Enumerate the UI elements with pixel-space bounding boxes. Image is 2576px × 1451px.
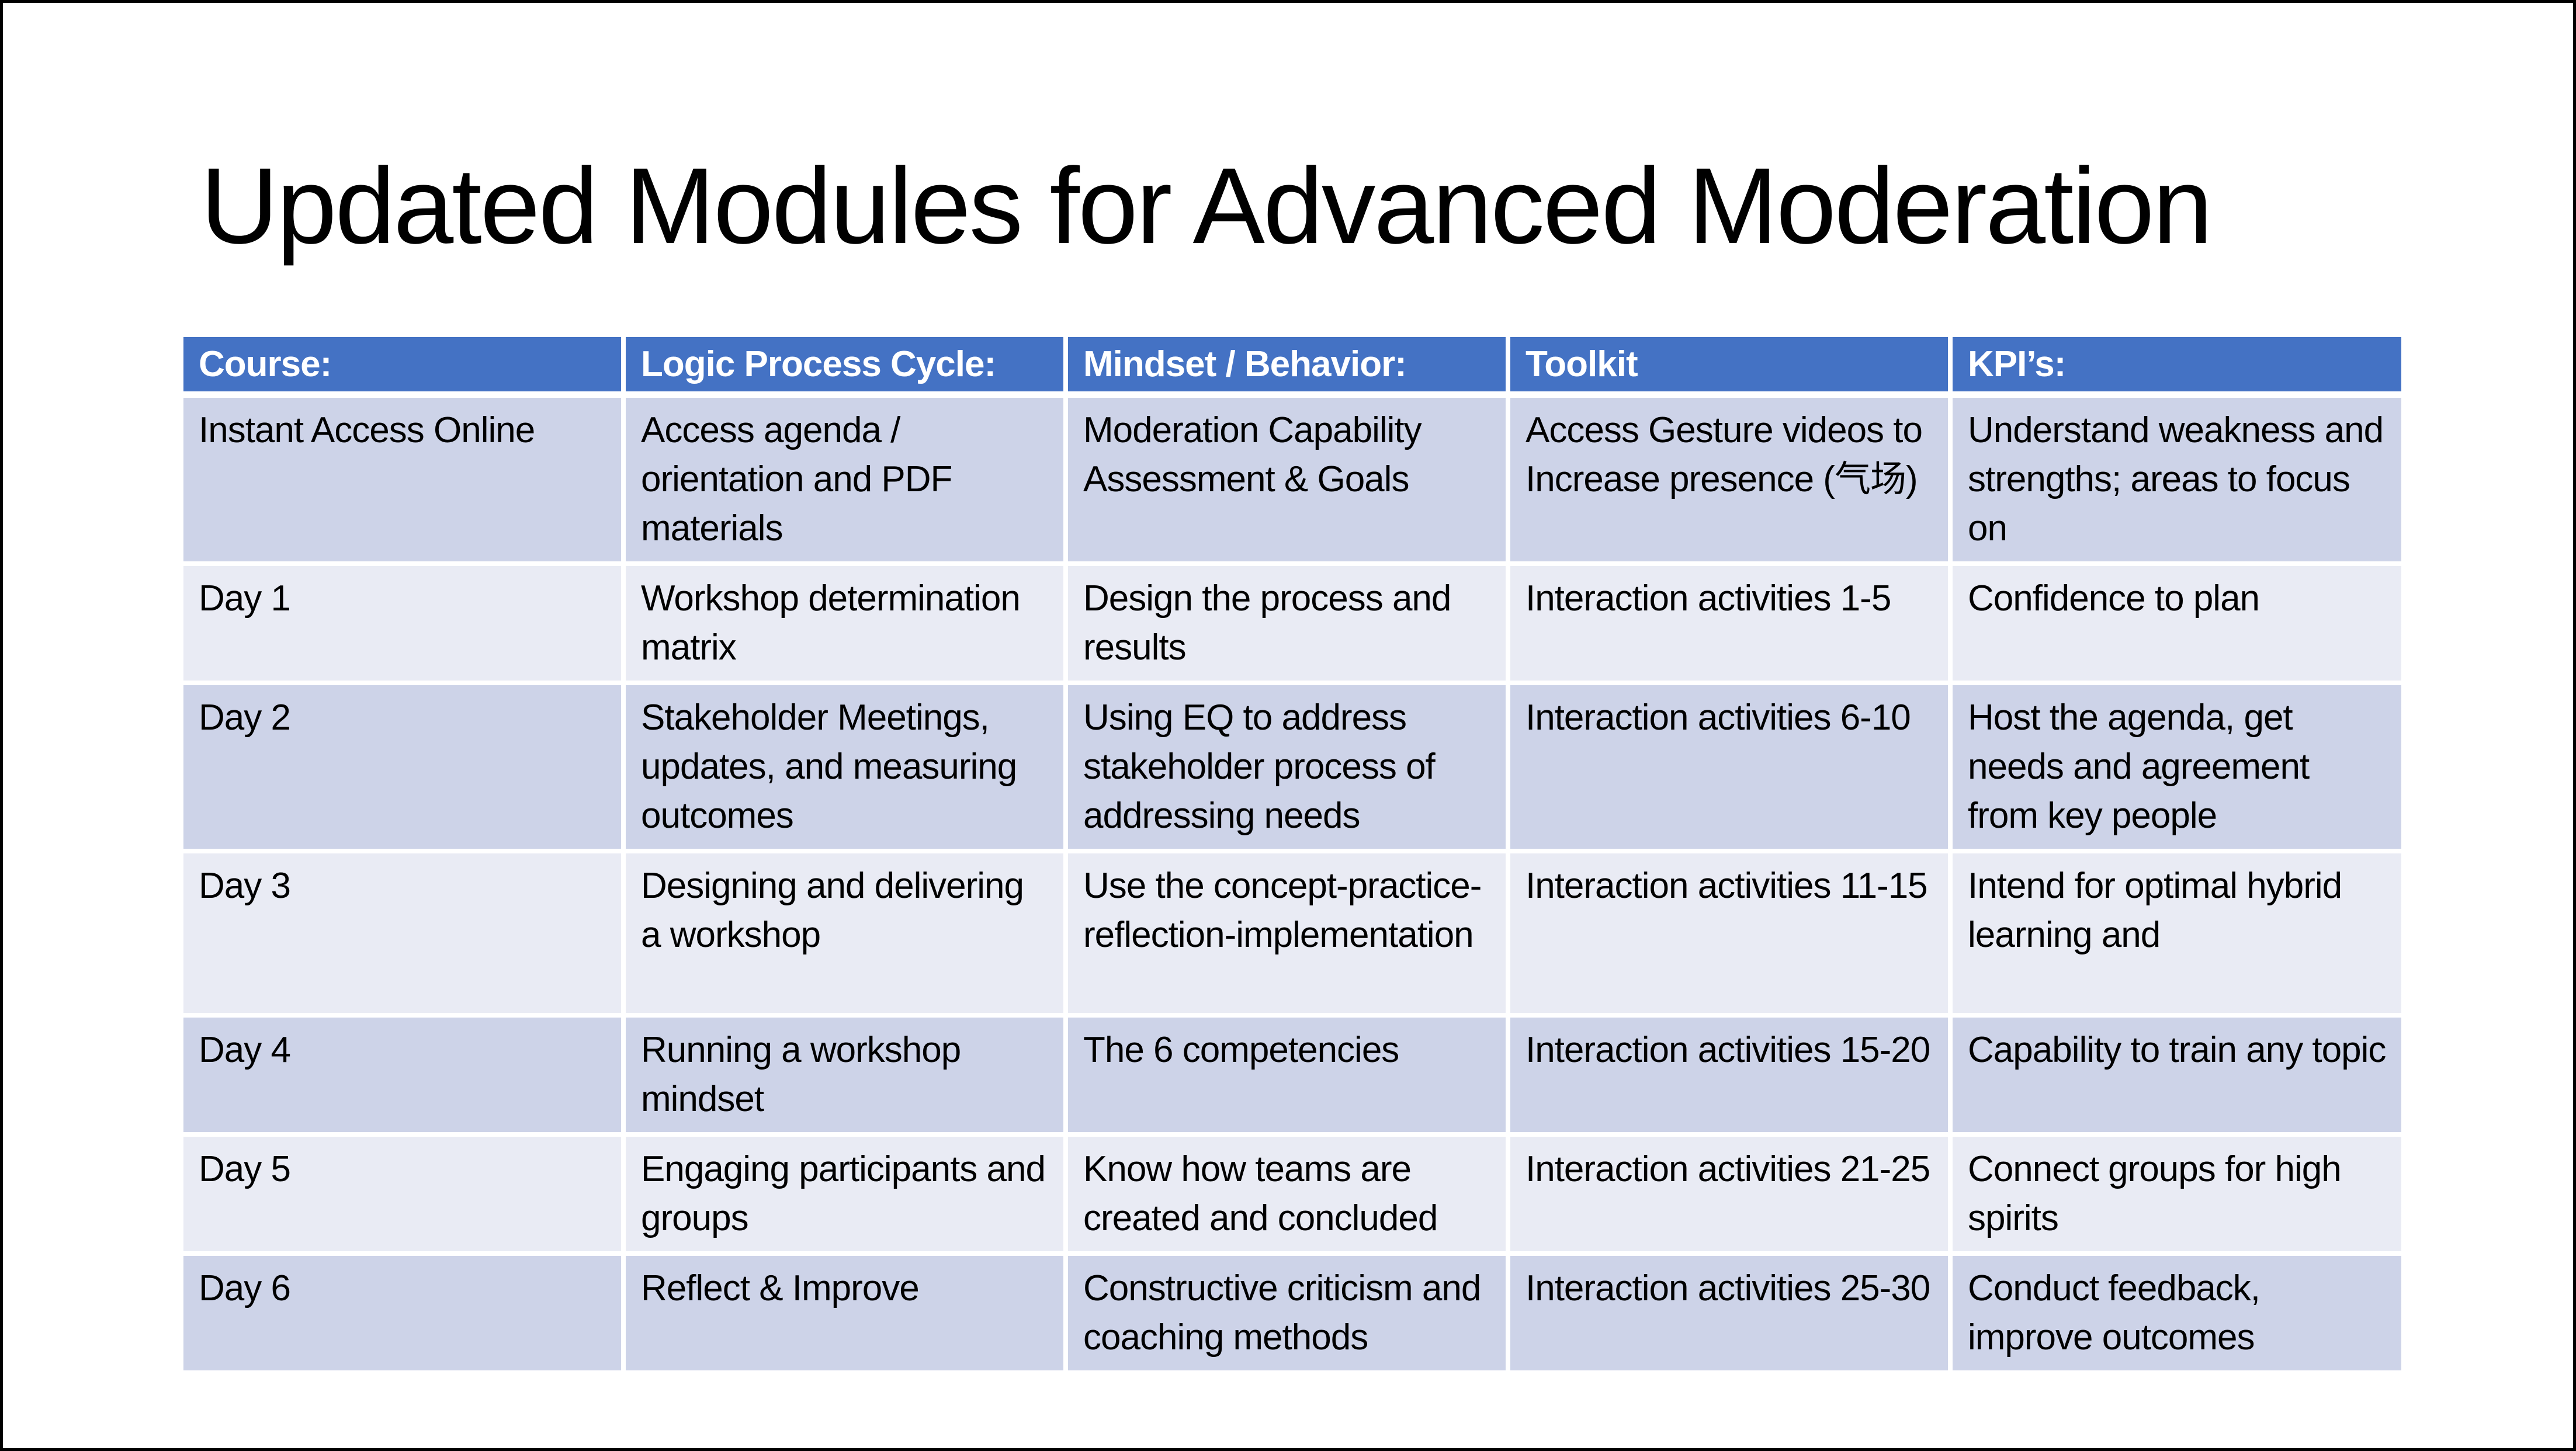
table-cell: Day 1 [181,564,623,683]
table-row-day-3: Day 3 Designing and delivering a worksho… [181,851,2404,1015]
table-cell: Engaging participants and groups [623,1134,1066,1254]
modules-table: Course: Logic Process Cycle: Mindset / B… [181,335,2404,1373]
table-header-row: Course: Logic Process Cycle: Mindset / B… [181,335,2404,395]
table-cell: Workshop determination matrix [623,564,1066,683]
table-cell: Know how teams are created and concluded [1066,1134,1508,1254]
table-cell: Interaction activities 25-30 [1508,1254,1950,1373]
table-cell: Instant Access Online [181,395,623,564]
column-header-toolkit: Toolkit [1508,335,1950,395]
table-cell: Interaction activities 11-15 [1508,851,1950,1015]
table-cell: Interaction activities 15-20 [1508,1015,1950,1134]
table-cell: Day 3 [181,851,623,1015]
table-row-day-5: Day 5 Engaging participants and groups K… [181,1134,2404,1254]
table-cell: Using EQ to address stakeholder process … [1066,683,1508,851]
column-header-kpis: KPI’s: [1950,335,2404,395]
table-row-day-6: Day 6 Reflect & Improve Constructive cri… [181,1254,2404,1373]
table-cell: Interaction activities 6-10 [1508,683,1950,851]
table-cell: Access Gesture videos to Increase presen… [1508,395,1950,564]
table-cell: Day 2 [181,683,623,851]
table-cell: Capability to train any topic [1950,1015,2404,1134]
table-cell: Understand weakness and strengths; areas… [1950,395,2404,564]
table-cell: Running a workshop mindset [623,1015,1066,1134]
table-cell: Intend for optimal hybrid learning and [1950,851,2404,1015]
table-cell: Conduct feedback, improve outcomes [1950,1254,2404,1373]
table-cell: Interaction activities 21-25 [1508,1134,1950,1254]
column-header-logic-process-cycle: Logic Process Cycle: [623,335,1066,395]
table-cell: The 6 competencies [1066,1015,1508,1134]
table-row-day-2: Day 2 Stakeholder Meetings, updates, and… [181,683,2404,851]
table-head: Course: Logic Process Cycle: Mindset / B… [181,335,2404,395]
table-cell: Constructive criticism and coaching meth… [1066,1254,1508,1373]
table-cell: Moderation Capability Assessment & Goals [1066,395,1508,564]
table-cell: Connect groups for high spirits [1950,1134,2404,1254]
table-cell: Stakeholder Meetings, updates, and measu… [623,683,1066,851]
column-header-course: Course: [181,335,623,395]
table-cell: Use the concept-practice-reflection-impl… [1066,851,1508,1015]
table-cell: Confidence to plan [1950,564,2404,683]
table-cell: Day 6 [181,1254,623,1373]
table-cell: Reflect & Improve [623,1254,1066,1373]
table-row-day-4: Day 4 Running a workshop mindset The 6 c… [181,1015,2404,1134]
table-cell: Host the agenda, get needs and agreement… [1950,683,2404,851]
table-cell: Designing and delivering a workshop [623,851,1066,1015]
table-row-day-1: Day 1 Workshop determination matrix Desi… [181,564,2404,683]
column-header-mindset-behavior: Mindset / Behavior: [1066,335,1508,395]
table-cell: Day 4 [181,1015,623,1134]
table-cell: Access agenda / orientation and PDF mate… [623,395,1066,564]
slide-title: Updated Modules for Advanced Moderation [200,146,2213,266]
table-cell: Interaction activities 1-5 [1508,564,1950,683]
table-body: Instant Access Online Access agenda / or… [181,395,2404,1373]
table-cell: Design the process and results [1066,564,1508,683]
table-row-instant-access-online: Instant Access Online Access agenda / or… [181,395,2404,564]
table-cell: Day 5 [181,1134,623,1254]
